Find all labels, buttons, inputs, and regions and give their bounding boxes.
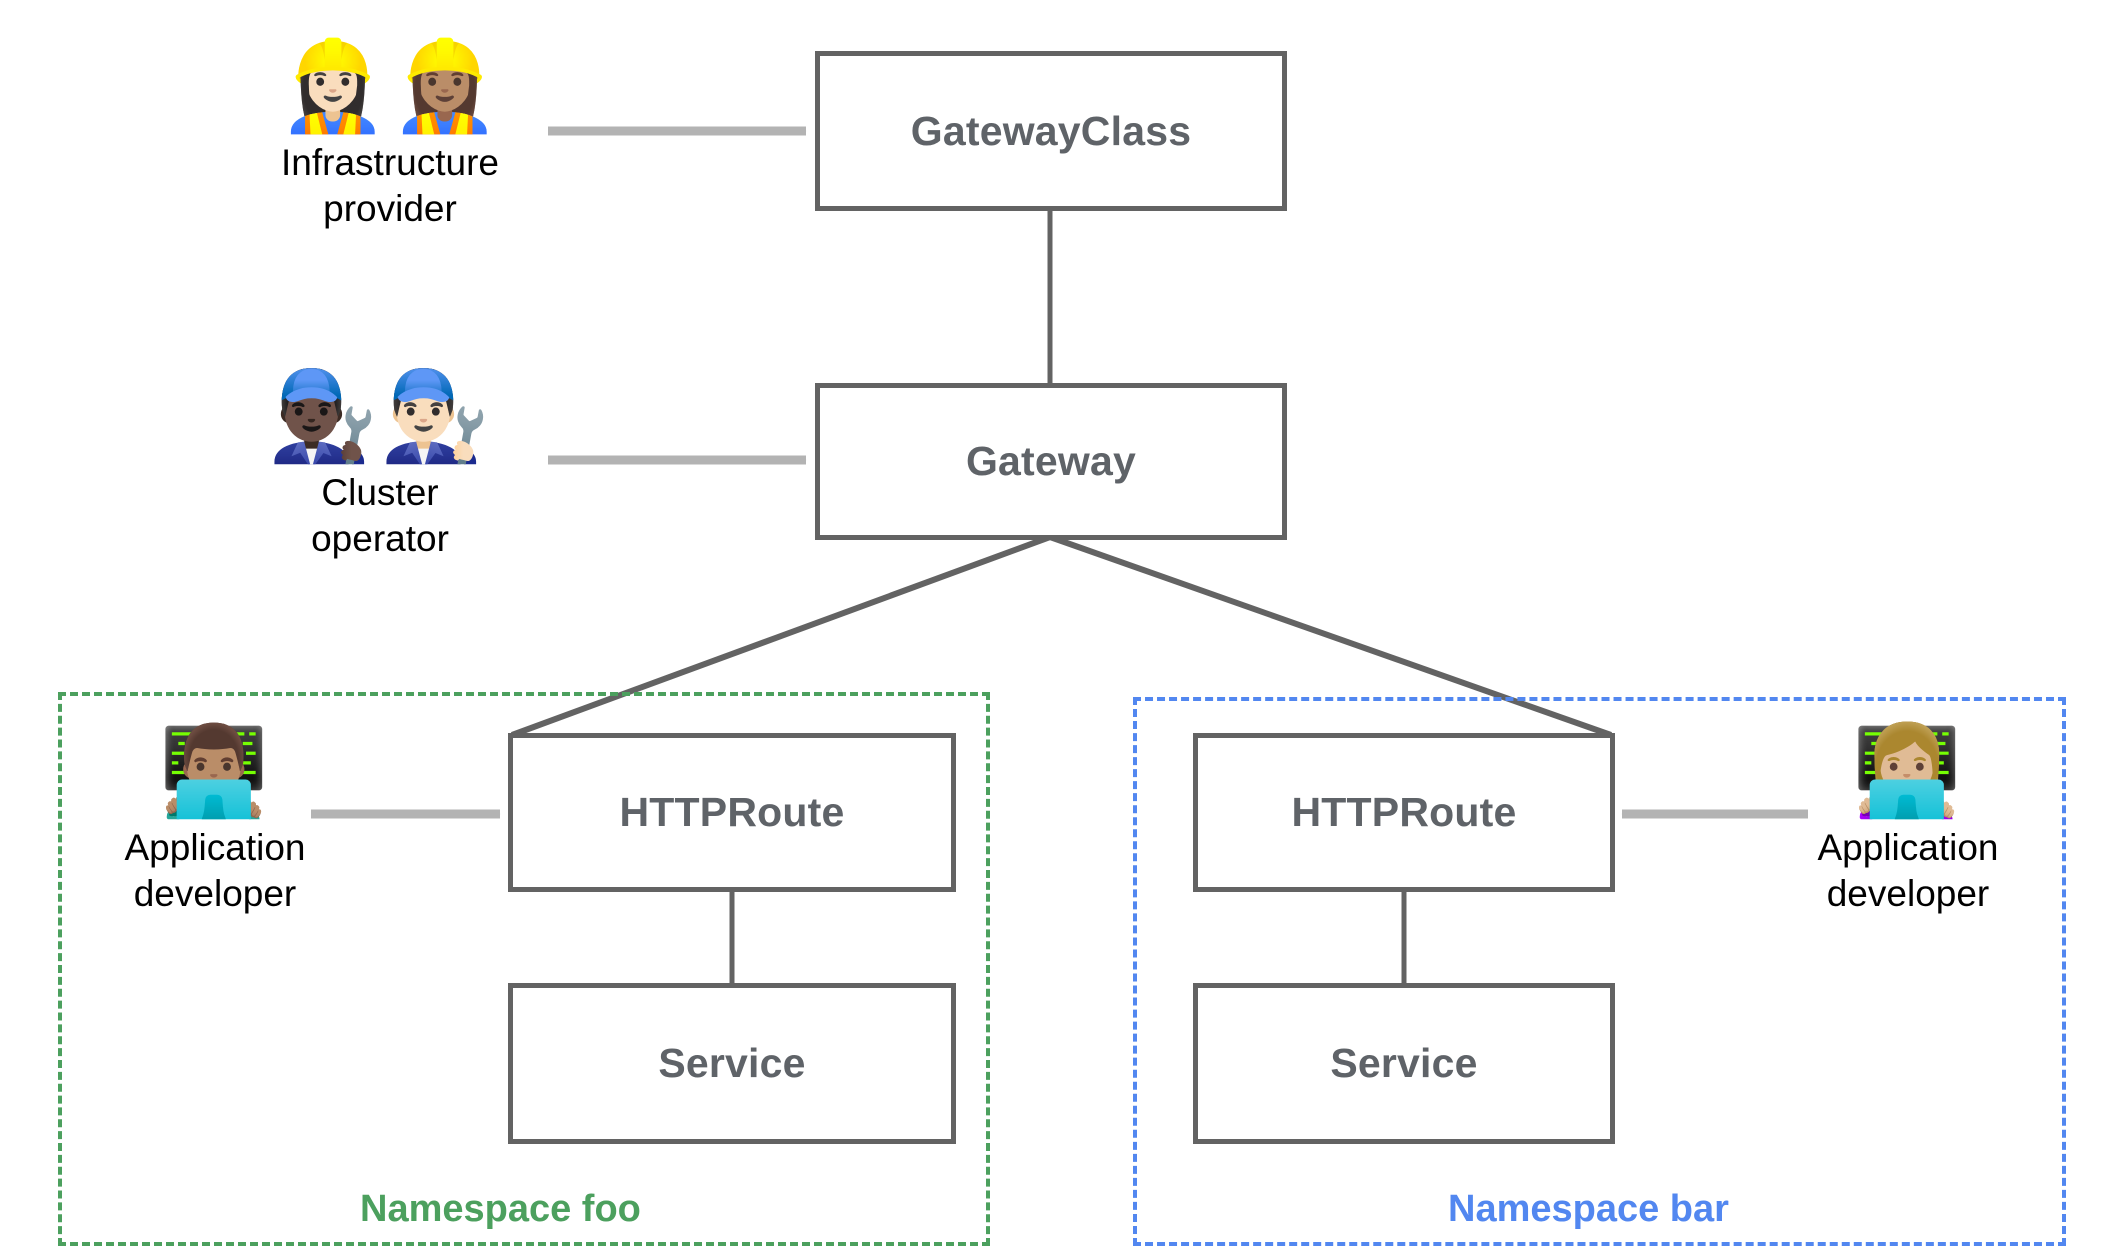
persona-cluster-operator-label: Cluster operator xyxy=(311,472,449,559)
node-gatewayclass[interactable]: GatewayClass xyxy=(815,51,1287,211)
node-service-bar[interactable]: Service xyxy=(1193,983,1615,1144)
node-service-foo-label: Service xyxy=(658,1040,806,1086)
node-gatewayclass-label: GatewayClass xyxy=(910,107,1192,154)
persona-cluster-operator: 👨🏿‍🔧👨🏻‍🔧 Cluster operator xyxy=(245,366,515,561)
persona-application-developer-bar-label: Application developer xyxy=(1817,827,1999,914)
namespace-foo-container xyxy=(58,692,990,1246)
node-service-foo[interactable]: Service xyxy=(508,983,956,1144)
mechanic-icon: 👨🏿‍🔧👨🏻‍🔧 xyxy=(268,366,492,465)
persona-application-developer-bar: 👩🏼‍💻 Application developer xyxy=(1793,721,2023,916)
namespace-bar-container xyxy=(1133,697,2066,1246)
namespace-bar-label: Namespace bar xyxy=(1448,1188,1729,1230)
persona-infrastructure-provider-label: Infrastructure provider xyxy=(281,142,499,229)
persona-application-developer-foo: 👨🏽‍💻 Application developer xyxy=(100,721,330,916)
node-httproute-bar[interactable]: HTTPRoute xyxy=(1193,733,1615,892)
node-httproute-foo-label: HTTPRoute xyxy=(619,789,845,835)
node-gateway[interactable]: Gateway xyxy=(815,383,1287,540)
technologist-woman-icon: 👩🏼‍💻 xyxy=(1852,721,1964,820)
node-httproute-bar-label: HTTPRoute xyxy=(1291,789,1517,835)
persona-application-developer-foo-label: Application developer xyxy=(124,827,306,914)
node-gateway-label: Gateway xyxy=(965,438,1137,484)
node-httproute-foo[interactable]: HTTPRoute xyxy=(508,733,956,892)
technologist-man-icon: 👨🏽‍💻 xyxy=(159,721,271,820)
namespace-foo-label: Namespace foo xyxy=(360,1188,641,1230)
persona-infrastructure-provider: 👷🏻‍♀️👷🏽‍♀️ Infrastructure provider xyxy=(255,36,525,231)
node-service-bar-label: Service xyxy=(1330,1040,1478,1086)
construction-worker-icon: 👷🏻‍♀️👷🏽‍♀️ xyxy=(278,36,502,135)
